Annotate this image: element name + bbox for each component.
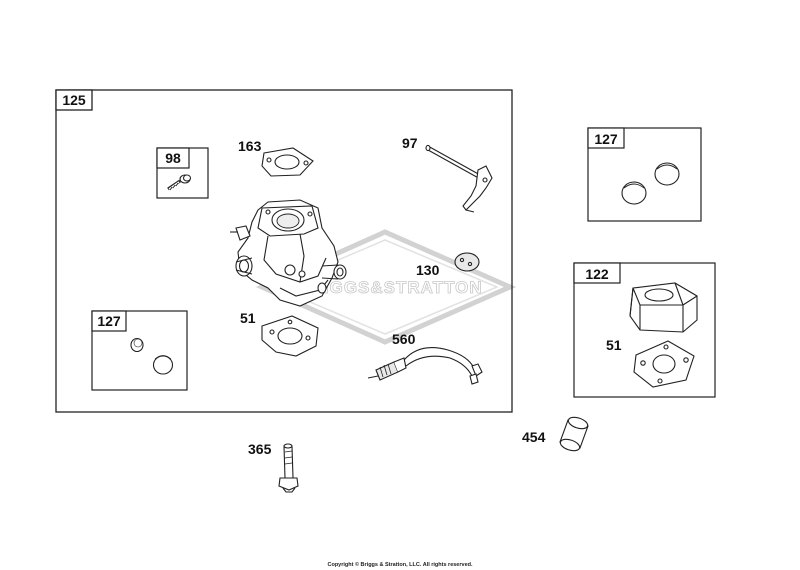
- box-label-98: 98: [165, 150, 181, 166]
- box-label-127-right: 127: [594, 131, 618, 147]
- callout-130: 130: [416, 262, 440, 278]
- carburetor-body-icon: [230, 199, 347, 307]
- kit-box-122: 122: [573, 262, 716, 398]
- box-label-122: 122: [585, 266, 609, 282]
- kit-box-127-left: 127: [91, 310, 188, 391]
- fuel-solenoid-560-icon: [367, 347, 483, 385]
- plug-large-icon: [152, 355, 174, 375]
- watermark-logo: BRIGGS&STRATTON: [255, 229, 517, 345]
- callout-560: 560: [392, 331, 416, 347]
- gasket-163-icon: [261, 147, 314, 177]
- box-label-125: 125: [62, 92, 86, 108]
- gasket-51-right-icon: [633, 340, 695, 388]
- watermark-text: BRIGGS&STRATTON: [297, 278, 482, 297]
- box-label-127-left: 127: [97, 313, 121, 329]
- throttle-shaft-97-icon: [425, 144, 493, 213]
- assembly-box-125: 125: [55, 89, 513, 413]
- spacer-block-icon: [629, 282, 698, 333]
- kit-box-98: 98: [156, 147, 209, 199]
- callout-97: 97: [402, 135, 418, 151]
- callout-365: 365: [248, 441, 272, 457]
- callout-454: 454: [522, 429, 546, 445]
- kit-box-127-right: 127: [587, 127, 702, 222]
- plug-disc-left-icon: [621, 181, 647, 205]
- screw-365-icon: [278, 443, 299, 493]
- throttle-plate-130-icon: [454, 252, 480, 272]
- plug-disc-right-icon: [654, 162, 680, 186]
- callout-51-right: 51: [606, 337, 622, 353]
- callout-51-main: 51: [240, 310, 256, 326]
- callout-163: 163: [238, 138, 262, 154]
- sleeve-454-icon: [559, 416, 589, 452]
- copyright-notice: Copyright © Briggs & Stratton, LLC. All …: [327, 561, 473, 568]
- plug-small-icon: [130, 337, 144, 353]
- gasket-51-main-icon: [261, 315, 319, 357]
- screw-98-icon: [167, 174, 192, 191]
